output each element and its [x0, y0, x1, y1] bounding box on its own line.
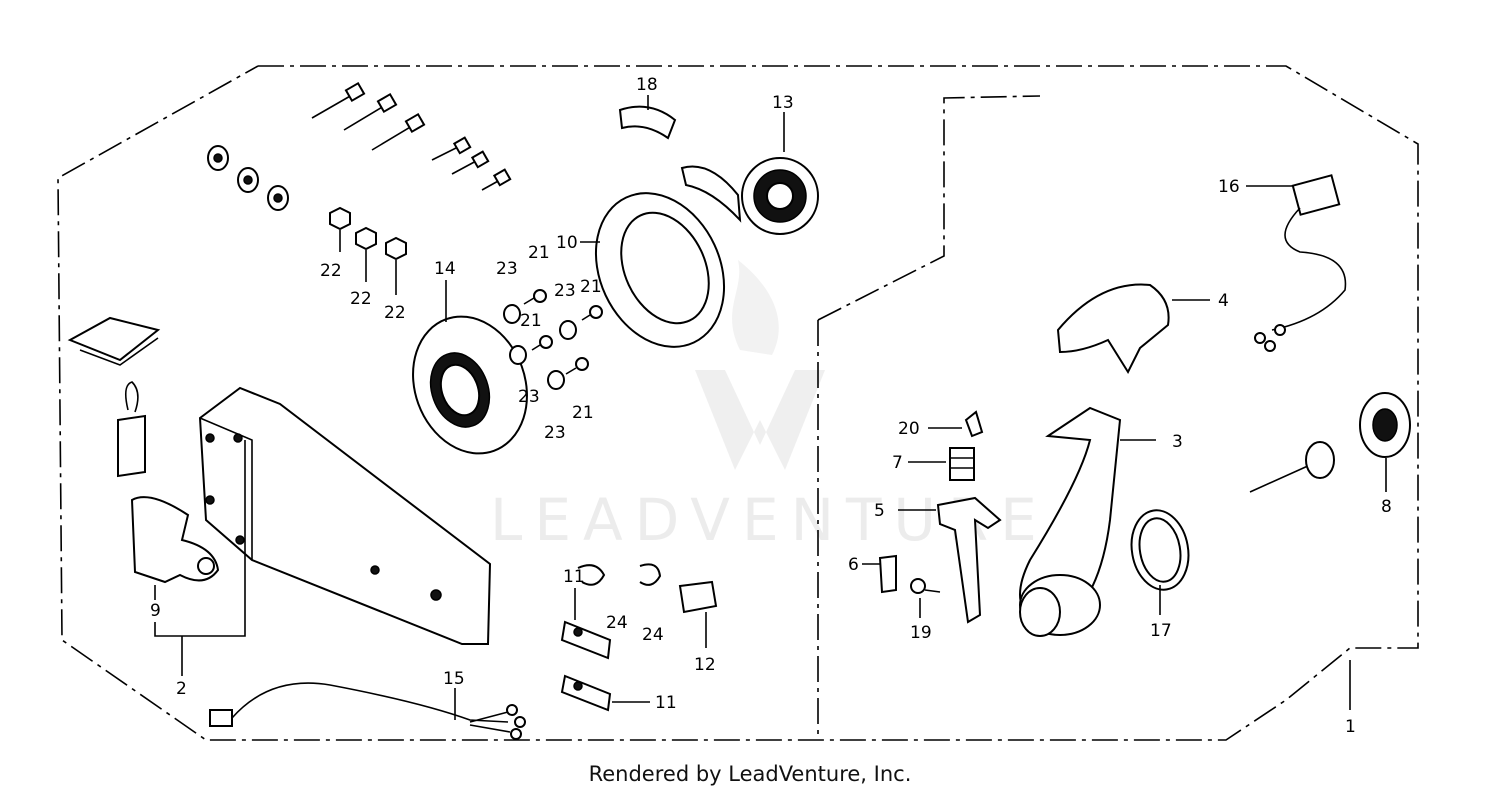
- callout-11a: 11: [563, 567, 585, 587]
- part-11-lever-bottom: [560, 674, 650, 712]
- callout-20: 20: [898, 419, 920, 439]
- callout-6: 6: [848, 555, 859, 575]
- part-4-cover: [1056, 283, 1210, 375]
- callout-22a: 22: [320, 261, 342, 281]
- callout-14: 14: [434, 259, 456, 279]
- part-17-o-ring: [1130, 509, 1190, 615]
- callout-2: 2: [176, 679, 187, 699]
- part-18-cover-strip: [618, 95, 677, 140]
- callout-13: 13: [772, 93, 794, 113]
- part-manual-book: [67, 316, 161, 366]
- callout-21c: 21: [580, 277, 602, 297]
- callout-18: 18: [636, 75, 658, 95]
- assembly-frame-left: [57, 65, 1419, 741]
- part-13-gear: [741, 112, 819, 235]
- callout-5: 5: [874, 501, 885, 521]
- part-2-housing: [198, 386, 492, 645]
- callout-7: 7: [892, 453, 903, 473]
- part-tag: [117, 381, 146, 478]
- part-24-clips: [577, 563, 662, 586]
- callout-17: 17: [1150, 621, 1172, 641]
- washers-group: [207, 145, 289, 211]
- callout-19: 19: [910, 623, 932, 643]
- part-7-spring: [908, 447, 975, 481]
- callout-21a: 21: [528, 243, 550, 263]
- parts-diagram: LEADVENTURE: [57, 65, 1419, 741]
- part-11-lever-top: [560, 588, 612, 660]
- callout-10: 10: [556, 233, 578, 253]
- callout-22b: 22: [350, 289, 372, 309]
- part-plate: [680, 165, 742, 223]
- parts-21-23-hardware: [503, 289, 603, 390]
- screws-group-top: [311, 81, 512, 191]
- part-20-pin: [928, 410, 984, 438]
- part-19-bolt: [910, 578, 941, 618]
- callout-23a: 23: [496, 259, 518, 279]
- part-9-bracket: [130, 496, 220, 584]
- callout-24b: 24: [642, 625, 664, 645]
- callout-23d: 23: [544, 423, 566, 443]
- callout-1: 1: [1345, 717, 1356, 737]
- part-8-shaft-knob: [1249, 392, 1411, 493]
- callout-16: 16: [1218, 177, 1240, 197]
- part-15-wire-harness: [209, 682, 526, 740]
- callout-21b: 21: [520, 311, 542, 331]
- callout-21d: 21: [572, 403, 594, 423]
- callout-9: 9: [150, 601, 161, 621]
- leader-lines-2-9: [154, 440, 246, 676]
- watermark-flame: [732, 260, 779, 355]
- callout-23c: 23: [518, 387, 540, 407]
- callout-8: 8: [1381, 497, 1392, 517]
- callout-11b: 11: [655, 693, 677, 713]
- watermark-logo: [695, 370, 825, 470]
- part-14-flange: [412, 280, 528, 455]
- callout-4: 4: [1218, 291, 1229, 311]
- part-10-ring: [580, 192, 726, 348]
- part-5-arm: [898, 496, 1002, 624]
- callout-22c: 22: [384, 303, 406, 323]
- callout-labels: 1 2 3 4 5 6 7 8 9 10 11 11 12 13 14 15 1…: [150, 75, 1392, 737]
- part-16-connector: [1246, 174, 1347, 352]
- part-12-block: [678, 580, 718, 648]
- rendered-by-footer: Rendered by LeadVenture, Inc.: [588, 762, 912, 786]
- part-6-pad: [862, 554, 897, 594]
- callout-12: 12: [694, 655, 716, 675]
- part-3-shift-lever: [1019, 406, 1156, 637]
- assembly-frame-right: [817, 95, 1041, 321]
- callout-3: 3: [1172, 432, 1183, 452]
- part-22-nuts: [329, 206, 407, 295]
- callout-23b: 23: [554, 281, 576, 301]
- callout-15: 15: [443, 669, 465, 689]
- callout-24a: 24: [606, 613, 628, 633]
